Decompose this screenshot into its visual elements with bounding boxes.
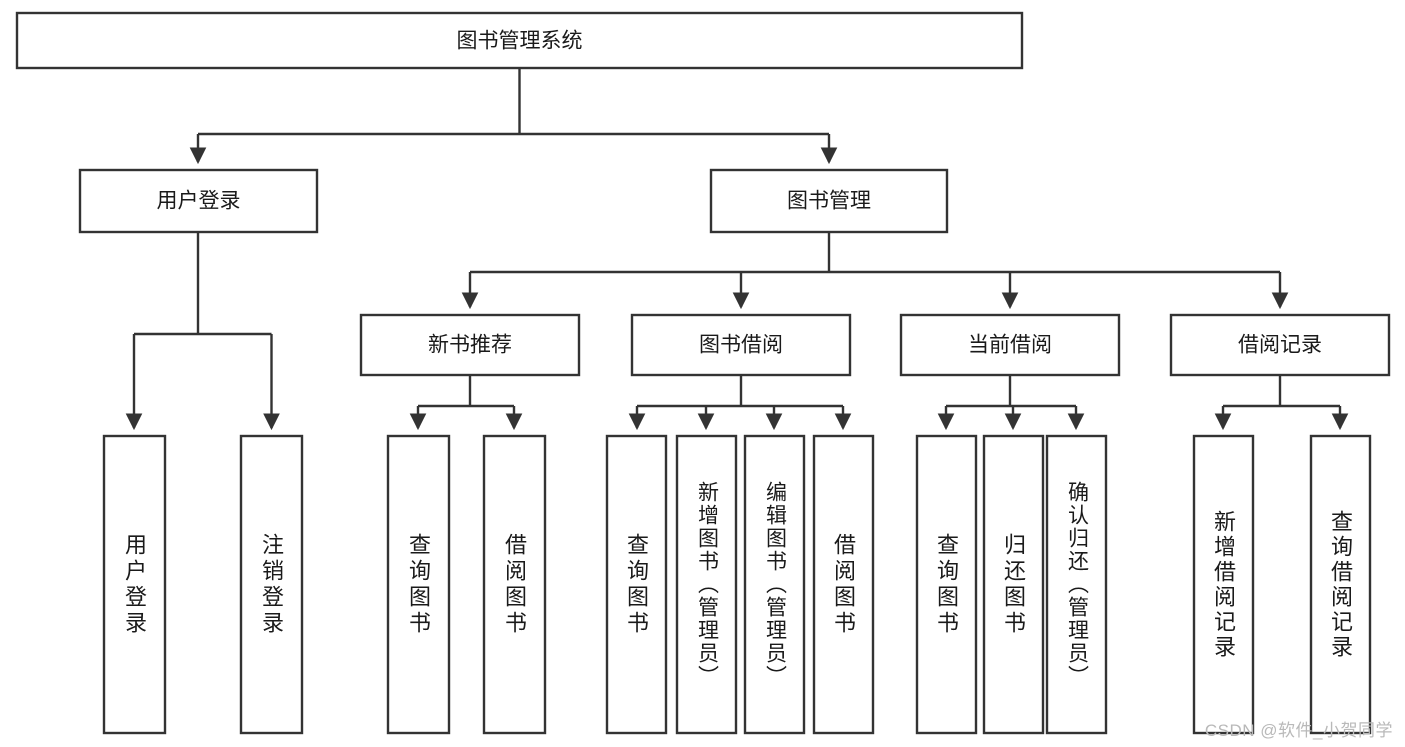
node-leaf-borrow-book-1[interactable] [482, 434, 547, 735]
connector-book-management-to-level2 [461, 232, 1289, 310]
node-user-login-label: 用户登录 [157, 190, 241, 213]
node-user-login[interactable]: 用户登录 [78, 168, 319, 234]
node-book-management-label: 图书管理 [787, 190, 871, 213]
node-leaf-query-book-2[interactable] [605, 434, 668, 735]
connector-current-borrow-to-leaves [937, 375, 1085, 431]
csdn-watermark: CSDN @软件_小贺同学 [1204, 721, 1393, 740]
node-leaf-add-book[interactable] [675, 434, 738, 735]
node-book-borrow[interactable]: 图书借阅 [630, 313, 852, 377]
node-new-book-recommend-label: 新书推荐 [428, 334, 512, 357]
node-leaf-query-record[interactable] [1309, 434, 1372, 735]
node-leaf-confirm-return[interactable] [1045, 434, 1108, 735]
node-current-borrow[interactable]: 当前借阅 [899, 313, 1121, 377]
node-leaf-borrow-book-2[interactable] [812, 434, 875, 735]
connector-user-login-to-leaves [125, 232, 280, 431]
connector-root-to-level1 [189, 68, 838, 165]
connector-borrow-record-to-leaves [1214, 375, 1349, 431]
node-book-borrow-label: 图书借阅 [699, 334, 783, 357]
node-current-borrow-label: 当前借阅 [968, 334, 1052, 357]
node-leaf-add-record[interactable] [1192, 434, 1255, 735]
node-root[interactable]: 图书管理系统 [15, 11, 1024, 70]
node-book-management[interactable]: 图书管理 [709, 168, 949, 234]
node-leaf-edit-book[interactable] [743, 434, 806, 735]
node-borrow-record[interactable]: 借阅记录 [1169, 313, 1391, 377]
node-leaf-query-book-1[interactable] [386, 434, 451, 735]
node-new-book-recommend[interactable]: 新书推荐 [359, 313, 581, 377]
connector-new-book-recommend-to-leaves [409, 375, 523, 431]
connector-book-borrow-to-leaves [628, 375, 852, 431]
node-borrow-record-label: 借阅记录 [1238, 334, 1322, 357]
node-leaf-logout-login[interactable] [239, 434, 304, 735]
node-leaf-user-login[interactable] [102, 434, 167, 735]
node-leaf-query-book-3[interactable] [915, 434, 978, 735]
node-leaf-return-book[interactable] [982, 434, 1045, 735]
node-root-label: 图书管理系统 [457, 30, 583, 53]
